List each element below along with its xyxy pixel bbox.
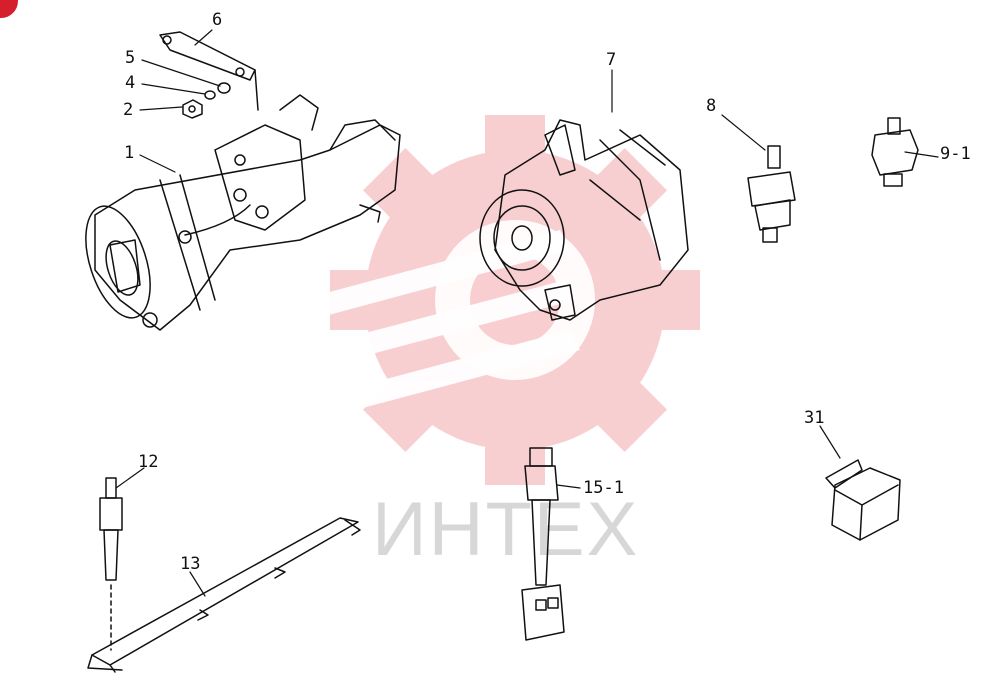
sensor-with-harness bbox=[521, 447, 565, 641]
callout-label-8: 8 bbox=[706, 96, 717, 116]
pressure-switch-9-1 bbox=[871, 117, 919, 187]
callout-label-5: 5 bbox=[125, 48, 136, 68]
relay bbox=[825, 459, 901, 541]
connector-plate bbox=[87, 517, 361, 673]
washers-and-nut bbox=[182, 82, 231, 119]
glow-plug bbox=[99, 477, 123, 651]
alternator bbox=[479, 119, 689, 321]
thermo-sensor-8 bbox=[747, 145, 796, 243]
callout-label-6: 6 bbox=[212, 10, 223, 30]
callout-label-4: 4 bbox=[125, 73, 136, 93]
callout-label-7: 7 bbox=[606, 50, 617, 70]
bracket-6 bbox=[159, 31, 259, 111]
callout-label-12: 12 bbox=[138, 452, 159, 472]
watermark-brand-text: ИНТЕХ bbox=[372, 487, 640, 572]
callout-label-1: 1 bbox=[124, 143, 135, 163]
callout-label-2: 2 bbox=[123, 100, 134, 120]
starter-motor bbox=[85, 94, 401, 331]
callout-label-15-1: 15-1 bbox=[583, 478, 624, 498]
leader-lines bbox=[115, 29, 939, 597]
callout-label-9-1: 9-1 bbox=[940, 144, 971, 164]
callout-label-13: 13 bbox=[180, 554, 201, 574]
callout-label-31: 31 bbox=[804, 408, 825, 428]
